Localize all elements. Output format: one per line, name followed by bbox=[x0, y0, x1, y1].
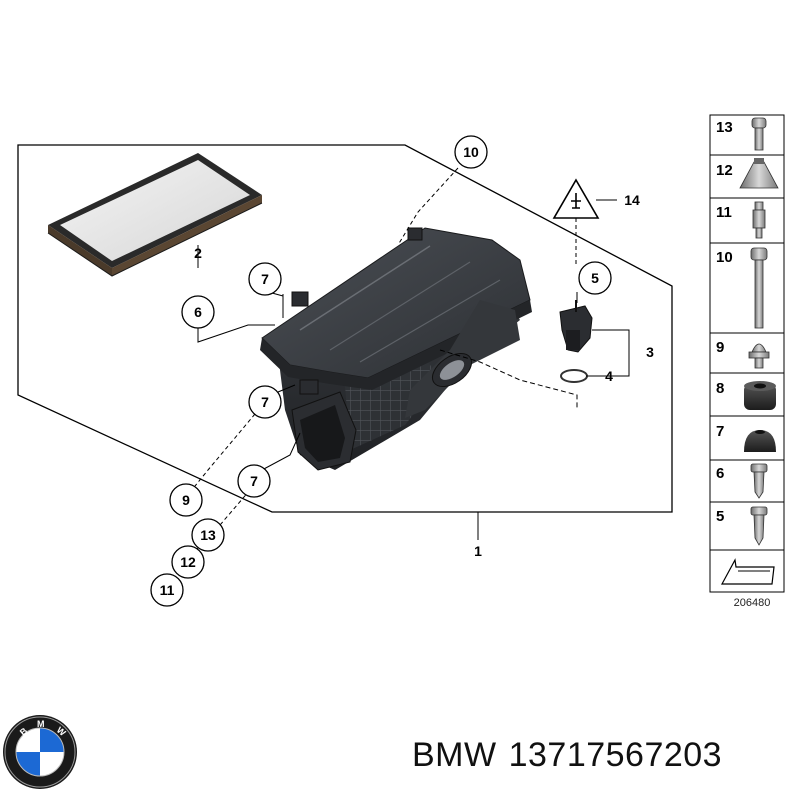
svg-text:12: 12 bbox=[180, 554, 196, 570]
svg-text:12: 12 bbox=[716, 162, 733, 179]
fastener-5: 5 bbox=[716, 506, 768, 546]
air-filter-element bbox=[47, 153, 263, 277]
svg-text:13: 13 bbox=[716, 119, 733, 136]
svg-text:10: 10 bbox=[463, 144, 479, 160]
brand-name: BMW bbox=[412, 736, 497, 774]
svg-text:5: 5 bbox=[716, 508, 724, 525]
svg-text:9: 9 bbox=[182, 492, 190, 508]
svg-text:M: M bbox=[37, 719, 45, 729]
svg-text:13: 13 bbox=[200, 527, 216, 543]
fastener-panel bbox=[709, 114, 785, 593]
callout-11: 11 bbox=[150, 573, 184, 607]
callout-7a: 7 bbox=[248, 385, 282, 419]
leader-lines bbox=[186, 167, 630, 556]
svg-text:11: 11 bbox=[716, 204, 732, 221]
svg-text:9: 9 bbox=[716, 339, 724, 356]
fastener-7: 7 bbox=[716, 423, 776, 452]
callout-10: 10 bbox=[454, 135, 488, 169]
air-filter-housing bbox=[260, 227, 532, 471]
fastener-8: 8 bbox=[716, 380, 776, 410]
label-14: 14 bbox=[624, 192, 640, 208]
callout-6: 6 bbox=[181, 295, 215, 329]
svg-text:7: 7 bbox=[261, 394, 269, 410]
fastener-10: 10 bbox=[716, 247, 768, 329]
svg-text:7: 7 bbox=[250, 473, 258, 489]
sensor-seal-ring bbox=[560, 369, 588, 383]
callout-13: 13 bbox=[191, 518, 225, 552]
fastener-12: 12 bbox=[716, 158, 779, 189]
callout-8: 7 bbox=[248, 262, 282, 296]
svg-text:5: 5 bbox=[591, 270, 599, 286]
label-1: 1 bbox=[474, 543, 482, 559]
label-2: 2 bbox=[194, 245, 202, 261]
fastener-11: 11 bbox=[716, 201, 766, 239]
bmw-logo: B M W bbox=[3, 715, 77, 789]
air-mass-sensor bbox=[559, 300, 593, 353]
callout-5: 5 bbox=[578, 261, 612, 295]
callout-12: 12 bbox=[171, 545, 205, 579]
electrostatic-warning-icon bbox=[552, 178, 600, 265]
svg-text:6: 6 bbox=[194, 304, 202, 320]
fastener-6: 6 bbox=[716, 463, 768, 499]
svg-text:6: 6 bbox=[716, 465, 724, 482]
assembly-boundary bbox=[17, 144, 673, 513]
label-4: 4 bbox=[605, 368, 613, 384]
svg-text:7: 7 bbox=[261, 271, 269, 287]
callout-9: 9 bbox=[169, 483, 203, 517]
fastener-13: 13 bbox=[716, 117, 767, 151]
svg-text:10: 10 bbox=[716, 249, 733, 266]
svg-text:8: 8 bbox=[716, 380, 724, 397]
svg-text:7: 7 bbox=[716, 423, 724, 440]
part-number: 13717567203 bbox=[508, 736, 723, 774]
label-3: 3 bbox=[646, 344, 654, 360]
direction-arrow-icon bbox=[720, 558, 775, 585]
fastener-9: 9 bbox=[716, 339, 770, 369]
catalog-number: 206480 bbox=[734, 597, 771, 609]
svg-text:11: 11 bbox=[160, 582, 175, 598]
part-number-label: BMW 13717567203 bbox=[412, 736, 722, 775]
svg-text:B: B bbox=[18, 725, 30, 737]
callout-7b: 7 bbox=[237, 464, 271, 498]
